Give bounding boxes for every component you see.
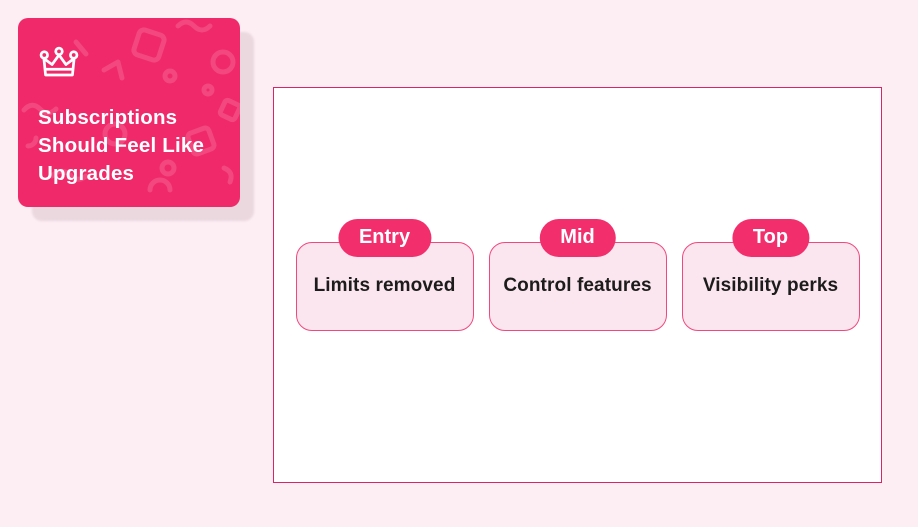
tier-badge-mid: Mid (539, 218, 616, 257)
title-card-heading: Subscriptions Should Feel Like Upgrades (38, 104, 224, 188)
title-line-1: Subscriptions (38, 106, 178, 129)
diagram-panel: Entry Limits removed Mid Control feature… (273, 87, 882, 483)
tier-card-top: Top Visibility perks (681, 218, 860, 331)
tier-badge-top: Top (731, 218, 810, 257)
tier-card-entry: Entry Limits removed (295, 218, 474, 331)
crown-icon (39, 46, 79, 77)
tier-badge-entry: Entry (337, 218, 432, 257)
title-line-3: Upgrades (38, 162, 135, 185)
tier-label-entry: Limits removed (313, 275, 456, 296)
title-card: Subscriptions Should Feel Like Upgrades (18, 18, 240, 207)
tier-label-top: Visibility perks (702, 275, 839, 296)
tier-label-mid: Control features (503, 275, 652, 296)
title-line-2: Should Feel Like (38, 134, 205, 157)
tiers-row: Entry Limits removed Mid Control feature… (295, 218, 860, 331)
tier-card-mid: Mid Control features (488, 218, 667, 331)
doodle-pattern (21, 19, 240, 193)
